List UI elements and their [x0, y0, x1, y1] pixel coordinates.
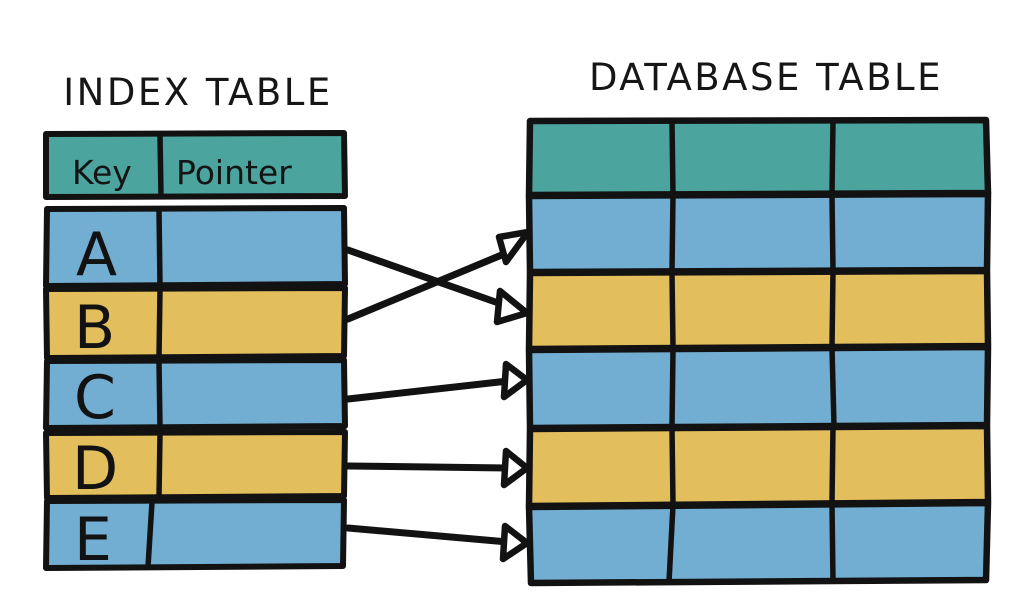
index-table-title: INDEX TABLE — [63, 71, 332, 114]
database-table-title: DATABASE TABLE — [589, 56, 943, 99]
index-row-e-divider — [145, 499, 155, 570]
database-row-5[interactable] — [525, 499, 992, 587]
pointer-arrow-a — [344, 246, 531, 326]
pointer-column-header-label: Pointer — [176, 153, 292, 192]
index-header-column-divider — [157, 132, 164, 199]
index-row-a-divider — [156, 207, 163, 288]
index-row-a-outline — [43, 205, 348, 289]
db-header-divider-1 — [669, 119, 676, 197]
pointer-arrow-b-line — [344, 250, 508, 323]
index-row-a-key: A — [76, 220, 117, 290]
db-row-4-divider-2 — [829, 424, 836, 506]
database-row-4[interactable] — [525, 422, 992, 510]
db-row-3-divider-2 — [829, 345, 837, 429]
db-row-5-divider-2 — [829, 501, 836, 584]
index-header-outline — [43, 130, 348, 200]
db-row-3-fill — [529, 347, 988, 428]
database-table-header-row — [525, 116, 992, 199]
db-header-divider-2 — [829, 118, 836, 197]
database-row-1[interactable] — [525, 190, 992, 276]
database-row-3[interactable] — [525, 343, 992, 432]
pointer-arrow-a-head — [493, 287, 531, 326]
db-row-2-fill — [529, 271, 988, 349]
pointer-arrow-d-head — [500, 447, 531, 489]
database-table-group: DATABASE TABLE — [525, 56, 992, 587]
pointer-arrow-b — [344, 228, 532, 323]
pointer-arrow-a-line — [344, 246, 508, 309]
index-row-a-fill — [46, 208, 345, 286]
pointer-arrow-e-head — [499, 522, 531, 563]
index-row-b-key: B — [74, 293, 115, 363]
db-row-2-divider-1 — [669, 270, 676, 350]
key-column-header-label: Key — [72, 153, 132, 192]
db-row-4-fill — [529, 426, 988, 506]
index-row-c-divider — [156, 359, 163, 430]
index-row-c-outline — [43, 357, 348, 431]
db-row-1-divider-2 — [829, 192, 836, 274]
db-row-2-divider-2 — [829, 269, 836, 350]
db-row-4-divider-1 — [669, 425, 676, 507]
index-row-d-divider — [156, 431, 163, 500]
index-row-a[interactable]: A — [43, 205, 348, 290]
pointer-arrows-group — [344, 228, 532, 563]
database-row-2[interactable] — [525, 267, 992, 353]
index-header-fill — [46, 133, 345, 197]
db-header-fill — [529, 120, 988, 195]
index-row-d-outline — [43, 429, 348, 501]
pointer-arrow-e-line — [344, 524, 512, 546]
index-row-c-fill — [46, 360, 345, 428]
index-row-e-outline — [43, 497, 347, 571]
pointer-arrow-c — [344, 360, 531, 403]
index-row-b-divider — [156, 287, 163, 360]
db-row-5-divider-1 — [666, 502, 676, 585]
db-row-5-fill — [529, 503, 988, 583]
pointer-arrow-d-line — [344, 462, 512, 472]
index-table-group: INDEX TABLE Key Pointer A B — [43, 71, 348, 575]
index-row-b[interactable]: B — [43, 285, 348, 363]
db-row-1-fill — [529, 194, 988, 272]
pointer-arrow-c-line — [344, 377, 512, 403]
index-row-d-key: D — [72, 434, 118, 504]
index-row-b-fill — [46, 288, 345, 358]
index-row-d[interactable]: D — [43, 429, 348, 504]
db-row-5-outline — [525, 499, 992, 587]
index-row-e-key: E — [74, 505, 112, 575]
pointer-arrow-e — [344, 522, 531, 563]
db-row-1-divider-1 — [669, 193, 676, 274]
index-row-d-fill — [46, 432, 345, 498]
index-row-c-key: C — [74, 363, 116, 433]
index-row-e[interactable]: E — [43, 497, 347, 575]
pointer-arrow-b-head — [495, 228, 532, 266]
index-row-b-outline — [43, 285, 348, 361]
db-row-3-divider-1 — [669, 346, 676, 430]
index-table-header-row: Key Pointer — [43, 130, 348, 200]
pointer-arrow-c-head — [500, 360, 531, 401]
index-row-c[interactable]: C — [43, 357, 348, 433]
pointer-arrow-d — [344, 447, 531, 489]
index-row-e-fill — [46, 500, 344, 568]
